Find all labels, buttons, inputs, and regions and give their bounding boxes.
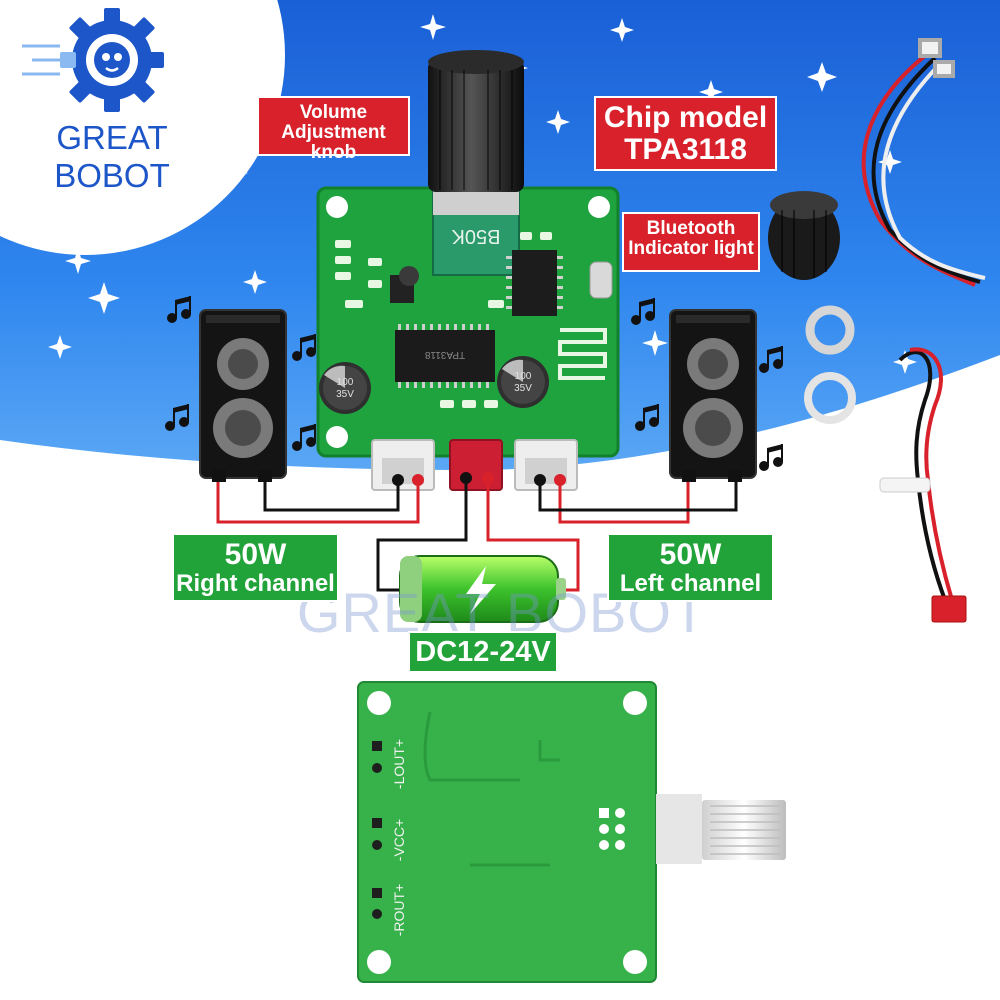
power-connector (449, 439, 503, 491)
accessory-power-cable (879, 347, 967, 623)
bluetooth-indicator-label: Bluetooth Indicator light (622, 212, 760, 272)
volume-label-line2: Adjustment knob (281, 121, 386, 163)
capacitor-right: 100 35V (497, 356, 549, 408)
left-power: 50W (659, 538, 722, 571)
bluetooth-label-line2: Indicator light (628, 237, 754, 259)
accessory-speaker-cable (861, 38, 986, 287)
right-channel-text: Right channel (176, 569, 335, 597)
right-power: 50W (224, 538, 287, 571)
svg-text:35V: 35V (336, 389, 354, 400)
pcb-front: B50K TPA31 (316, 184, 620, 491)
bluetooth-label-line1: Bluetooth (646, 218, 736, 239)
left-speaker (669, 309, 757, 482)
volume-knob (428, 50, 524, 192)
svg-text:100: 100 (337, 377, 354, 388)
capacitor-left: 100 35V (319, 362, 371, 414)
rout-marking: -ROUT+ (391, 884, 407, 937)
right-channel-label: 50W Right channel (172, 533, 339, 602)
chip-label-line1: Chip model (603, 101, 768, 134)
svg-text:35V: 35V (514, 383, 532, 394)
accessory-washers (804, 305, 856, 424)
accessory-knob (768, 191, 840, 280)
music-note-icons (165, 296, 783, 471)
vcc-marking: -VCC+ (391, 819, 407, 861)
left-output-connector (514, 439, 578, 491)
left-channel-text: Left channel (619, 569, 762, 597)
voltage-label: DC12-24V (408, 631, 558, 673)
ic-marking: TPA3118 (424, 349, 465, 360)
pot-shaft (656, 794, 786, 864)
battery-icon (399, 555, 566, 623)
chip-model-label: Chip model TPA3118 (594, 96, 777, 171)
gear-icon (22, 8, 164, 112)
right-output-connector (371, 439, 435, 491)
pot-marking: B50K (451, 225, 501, 247)
pcb-back: -LOUT+ -VCC+ -ROUT+ (357, 681, 657, 983)
brand-name: GREAT BOBOT (54, 119, 170, 194)
chip-label-line2: TPA3118 (624, 132, 747, 166)
left-channel-label: 50W Left channel (607, 533, 774, 602)
wiring (216, 482, 738, 592)
lout-marking: -LOUT+ (391, 739, 407, 789)
volume-knob-label: Volume Adjustment knob (257, 96, 410, 162)
right-speaker (199, 309, 287, 482)
volume-label-line1: Volume (299, 102, 368, 123)
svg-text:100: 100 (515, 371, 532, 382)
